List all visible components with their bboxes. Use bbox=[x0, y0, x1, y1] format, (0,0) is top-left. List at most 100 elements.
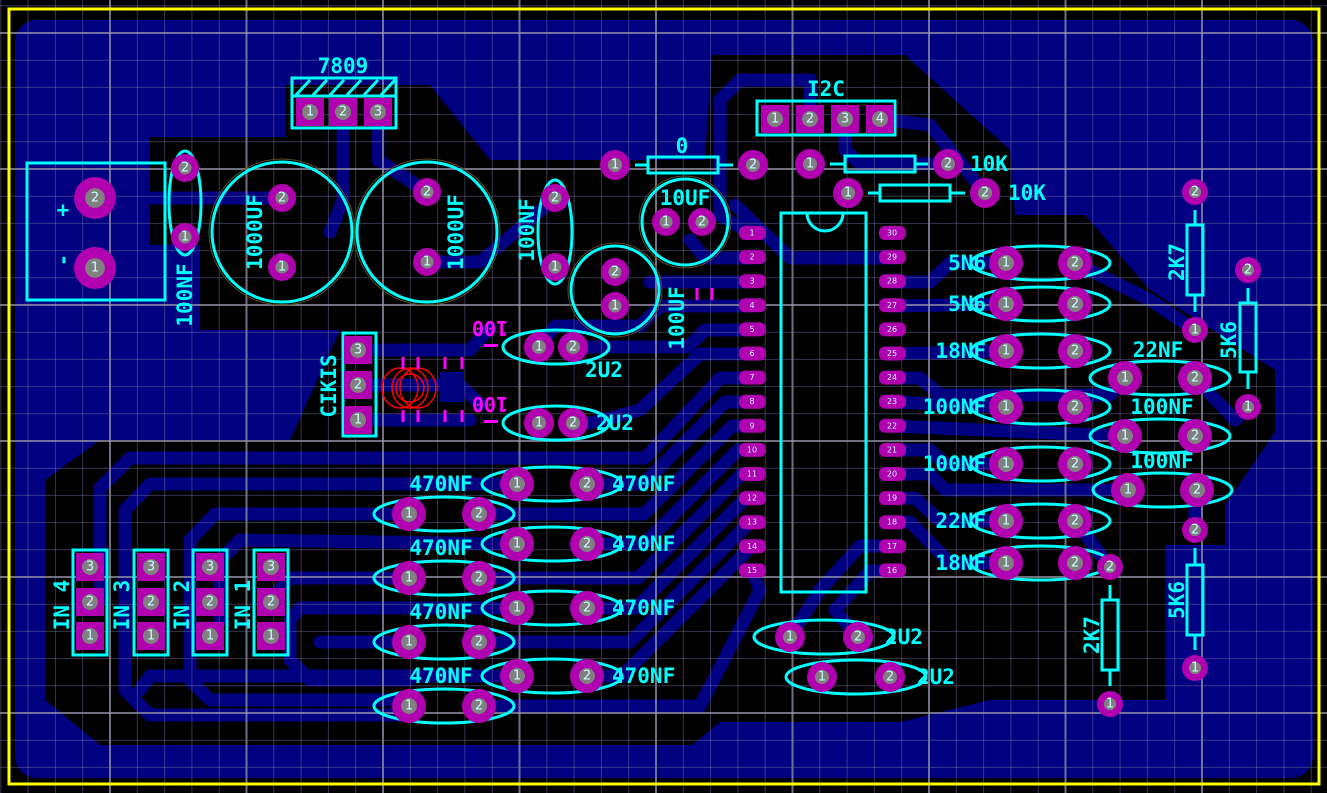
ic-pin[interactable]: 4 bbox=[739, 298, 766, 313]
pad[interactable]: 2 bbox=[1178, 419, 1212, 453]
pad[interactable]: 2 bbox=[738, 150, 768, 180]
ic-pin[interactable]: 6 bbox=[739, 346, 766, 361]
pad[interactable]: 1 bbox=[1097, 691, 1123, 717]
pad[interactable]: 2 bbox=[462, 689, 496, 723]
pad[interactable]: 2 bbox=[413, 178, 441, 206]
ic-pin[interactable]: 15 bbox=[739, 563, 766, 578]
pad[interactable]: 1 bbox=[413, 248, 441, 276]
ic-pad[interactable] bbox=[879, 539, 906, 554]
pad[interactable]: 2 bbox=[570, 527, 604, 561]
pad[interactable]: 2 bbox=[1182, 179, 1208, 205]
pad[interactable]: 1 bbox=[989, 504, 1023, 538]
ic-pad[interactable] bbox=[879, 563, 906, 578]
ic-pin[interactable]: 10 bbox=[739, 442, 766, 457]
ic-pad[interactable] bbox=[739, 563, 766, 578]
pad[interactable]: 2 bbox=[462, 625, 496, 659]
pad[interactable]: 2 bbox=[570, 467, 604, 501]
pad[interactable]: 1 bbox=[541, 253, 569, 281]
ic-pad[interactable] bbox=[879, 298, 906, 313]
ic-pin[interactable]: 23 bbox=[879, 394, 906, 409]
ic-pin[interactable]: 3 bbox=[739, 274, 766, 289]
pad[interactable]: 1 bbox=[1182, 317, 1208, 343]
ic-pin[interactable]: 2 bbox=[739, 250, 766, 265]
ic-pin[interactable]: 28 bbox=[879, 274, 906, 289]
square-pad[interactable]: 1 bbox=[761, 105, 789, 133]
pad[interactable]: 1 bbox=[171, 223, 199, 251]
pad[interactable]: 2 bbox=[570, 591, 604, 625]
ic-pad[interactable] bbox=[739, 226, 766, 240]
power-terminal[interactable]: 21+- bbox=[25, 161, 167, 302]
pad[interactable]: 2 bbox=[1058, 246, 1092, 280]
ic-pad[interactable] bbox=[739, 274, 766, 289]
ic-pad[interactable] bbox=[739, 250, 766, 265]
pad[interactable]: 2 bbox=[462, 497, 496, 531]
pad[interactable]: 1 bbox=[500, 467, 534, 501]
ic-pad[interactable] bbox=[879, 394, 906, 409]
ic-pin[interactable]: 27 bbox=[879, 298, 906, 313]
pad[interactable]: 2 bbox=[1058, 504, 1092, 538]
pad[interactable]: 2 bbox=[601, 258, 629, 286]
pad[interactable]: 1 bbox=[1108, 361, 1142, 395]
pad[interactable]: 2 bbox=[1097, 554, 1123, 580]
pad[interactable]: 1 bbox=[989, 546, 1023, 580]
square-pad[interactable]: 2 bbox=[196, 588, 224, 616]
ic-pin[interactable]: 5 bbox=[739, 322, 766, 337]
pad[interactable]: 1 bbox=[989, 334, 1023, 368]
ic-pad[interactable] bbox=[739, 394, 766, 409]
pad[interactable]: 1 bbox=[989, 390, 1023, 424]
ic-pad[interactable] bbox=[879, 322, 906, 337]
pad[interactable]: 2 bbox=[688, 208, 716, 236]
ic-pin[interactable]: 17 bbox=[879, 539, 906, 554]
ic-pin[interactable]: 18 bbox=[879, 515, 906, 530]
ic-pad[interactable] bbox=[739, 298, 766, 313]
ic-pad[interactable] bbox=[879, 467, 906, 481]
pad[interactable]: 1 bbox=[524, 408, 554, 438]
square-pad[interactable]: 1 bbox=[296, 98, 324, 126]
square-pad[interactable]: 3 bbox=[831, 105, 859, 133]
pad[interactable]: 2 bbox=[462, 561, 496, 595]
ic-pad[interactable] bbox=[739, 515, 766, 530]
pad[interactable]: 1 bbox=[652, 208, 680, 236]
pad[interactable]: 2 bbox=[1058, 334, 1092, 368]
square-pad[interactable]: 3 bbox=[76, 553, 104, 581]
ic-pin[interactable]: 25 bbox=[879, 346, 906, 361]
pad[interactable]: 1 bbox=[807, 662, 837, 692]
pad[interactable]: 1 bbox=[500, 527, 534, 561]
square-pad[interactable]: 3 bbox=[344, 336, 372, 364]
square-pad[interactable]: 1 bbox=[344, 406, 372, 434]
pad[interactable]: 1 bbox=[600, 150, 630, 180]
pad[interactable]: 2 bbox=[970, 178, 1000, 208]
ic-pad[interactable] bbox=[879, 418, 906, 433]
pad[interactable]: 2 bbox=[558, 332, 588, 362]
pad[interactable]: 2 bbox=[570, 659, 604, 693]
square-pad[interactable]: 2 bbox=[76, 588, 104, 616]
square-pad[interactable]: 1 bbox=[196, 622, 224, 650]
ic-pad[interactable] bbox=[879, 491, 906, 506]
ic-pin[interactable]: 29 bbox=[879, 250, 906, 265]
square-pad[interactable]: 2 bbox=[257, 588, 285, 616]
ic-pin[interactable]: 1 bbox=[739, 226, 766, 240]
